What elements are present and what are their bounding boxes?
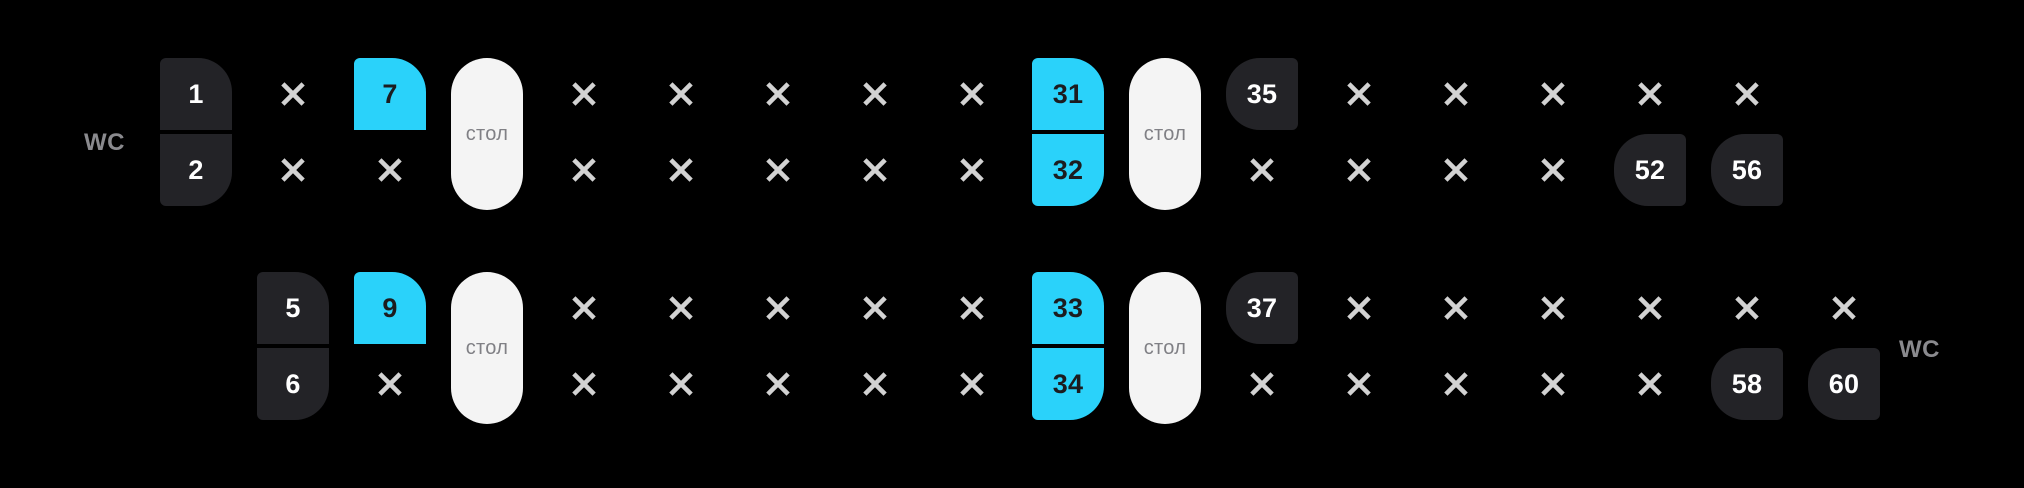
table-label: стол [465,336,509,359]
unavailable-cross-icon [548,134,620,206]
wc-label: WC [84,129,125,156]
wc-label: WC [1899,336,1940,363]
seat-number: 7 [382,78,398,109]
seat-7[interactable]: 7 [354,58,426,130]
table-table-block-3: стол [451,272,523,424]
unavailable-cross-icon [839,134,911,206]
unavailable-cross-icon [1420,348,1492,420]
seat-60[interactable]: 60 [1808,348,1880,420]
unavailable-cross-icon [1711,58,1783,130]
seat-34[interactable]: 34 [1032,348,1104,420]
seat-number: 2 [188,154,204,185]
seat-6[interactable]: 6 [257,348,329,420]
seat-58[interactable]: 58 [1711,348,1783,420]
unavailable-cross-icon [1420,134,1492,206]
seat-33[interactable]: 33 [1032,272,1104,344]
unavailable-cross-icon [742,134,814,206]
seat-number: 35 [1246,78,1278,109]
seat-1[interactable]: 1 [160,58,232,130]
seat-35[interactable]: 35 [1226,58,1298,130]
seat-number: 6 [285,368,301,399]
unavailable-cross-icon [1323,134,1395,206]
unavailable-cross-icon [645,134,717,206]
seat-number: 5 [285,292,301,323]
table-label: стол [465,122,509,145]
table-table-block-4: стол [1129,272,1201,424]
unavailable-cross-icon [1517,134,1589,206]
table-label: стол [1143,336,1187,359]
unavailable-cross-icon [257,58,329,130]
unavailable-cross-icon [548,58,620,130]
table-table-block-2: стол [1129,58,1201,210]
unavailable-cross-icon [936,134,1008,206]
seat-number: 32 [1052,154,1084,185]
seat-9[interactable]: 9 [354,272,426,344]
unavailable-cross-icon [839,272,911,344]
unavailable-cross-icon [1711,272,1783,344]
unavailable-cross-icon [645,58,717,130]
unavailable-cross-icon [1226,348,1298,420]
unavailable-cross-icon [936,58,1008,130]
unavailable-cross-icon [936,272,1008,344]
unavailable-cross-icon [1323,348,1395,420]
unavailable-cross-icon [839,58,911,130]
seat-number: 58 [1731,368,1763,399]
unavailable-cross-icon [936,348,1008,420]
unavailable-cross-icon [1420,272,1492,344]
unavailable-cross-icon [257,134,329,206]
unavailable-cross-icon [1226,134,1298,206]
seat-37[interactable]: 37 [1226,272,1298,344]
unavailable-cross-icon [548,348,620,420]
seat-number: 1 [188,78,204,109]
unavailable-cross-icon [548,272,620,344]
seat-number: 60 [1828,368,1860,399]
unavailable-cross-icon [645,348,717,420]
unavailable-cross-icon [354,134,426,206]
unavailable-cross-icon [742,348,814,420]
seat-2[interactable]: 2 [160,134,232,206]
unavailable-cross-icon [742,58,814,130]
unavailable-cross-icon [1614,348,1686,420]
unavailable-cross-icon [354,348,426,420]
unavailable-cross-icon [1517,348,1589,420]
seat-number: 34 [1052,368,1084,399]
unavailable-cross-icon [1420,58,1492,130]
unavailable-cross-icon [1614,58,1686,130]
seat-number: 56 [1731,154,1763,185]
seat-number: 33 [1052,292,1084,323]
seat-31[interactable]: 31 [1032,58,1104,130]
unavailable-cross-icon [839,348,911,420]
unavailable-cross-icon [1517,58,1589,130]
seat-56[interactable]: 56 [1711,134,1783,206]
seat-number: 31 [1052,78,1084,109]
seat-number: 52 [1634,154,1666,185]
unavailable-cross-icon [1323,58,1395,130]
seat-5[interactable]: 5 [257,272,329,344]
unavailable-cross-icon [1808,272,1880,344]
unavailable-cross-icon [1614,272,1686,344]
seat-32[interactable]: 32 [1032,134,1104,206]
table-label: стол [1143,122,1187,145]
table-table-block-1: стол [451,58,523,210]
seat-number: 9 [382,292,398,323]
unavailable-cross-icon [742,272,814,344]
unavailable-cross-icon [1517,272,1589,344]
seat-number: 37 [1246,292,1278,323]
seat-52[interactable]: 52 [1614,134,1686,206]
unavailable-cross-icon [645,272,717,344]
unavailable-cross-icon [1323,272,1395,344]
